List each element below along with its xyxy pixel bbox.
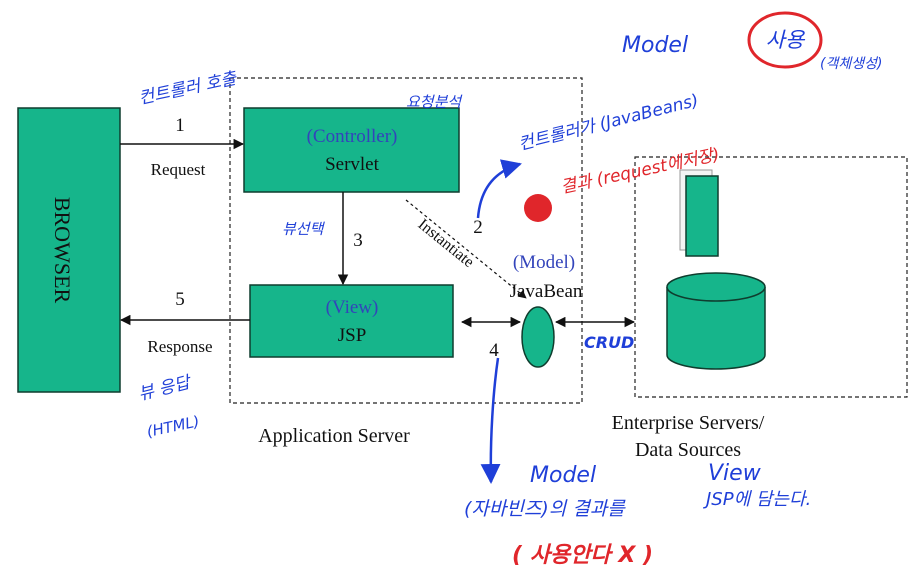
red-dot-icon bbox=[524, 194, 552, 222]
controller-name: Servlet bbox=[325, 154, 380, 175]
browser-box bbox=[17, 107, 121, 393]
instantiate-label: Instantiate bbox=[415, 216, 477, 271]
step-1-number: 1 bbox=[175, 115, 185, 136]
annotation-controller-javabeans: 컨트롤러가 (JavaBeans) bbox=[516, 91, 700, 155]
annotation-jsp-contain: JSP에 담는다. bbox=[703, 489, 811, 510]
step-4-number: 4 bbox=[489, 340, 499, 361]
controller-role: (Controller) bbox=[307, 126, 398, 147]
annotation-not-used: ( 사용안다 X ) bbox=[512, 543, 653, 568]
step-5-number: 5 bbox=[175, 289, 185, 310]
annotation-controller-call: 컨트롤러 호출 bbox=[137, 68, 240, 108]
response-label: Response bbox=[147, 337, 212, 356]
annotation-view-response-2: (HTML) bbox=[145, 412, 201, 441]
use-word-circle bbox=[747, 11, 823, 69]
request-label: Request bbox=[151, 160, 206, 179]
annotation-model-top: Model bbox=[622, 33, 688, 58]
view-name: JSP bbox=[338, 325, 367, 346]
model-ellipse-icon bbox=[521, 306, 555, 368]
model-role: (Model) bbox=[513, 252, 575, 273]
annotation-view-bottom: View bbox=[708, 461, 762, 486]
down-pointer-arrow-icon bbox=[480, 357, 501, 484]
model-name: JavaBean bbox=[510, 281, 583, 302]
controller-box bbox=[243, 107, 460, 193]
annotation-model-bottom: Model bbox=[530, 463, 596, 488]
application-server-container bbox=[229, 77, 583, 404]
database-cylinder-icon bbox=[666, 272, 766, 370]
application-server-label: Application Server bbox=[258, 425, 410, 447]
annotation-javabean-result: (자바빈즈)의 결과를 bbox=[464, 498, 626, 520]
view-box bbox=[249, 284, 454, 358]
enterprise-label-line2: Data Sources bbox=[635, 439, 741, 461]
instantiate-arrow-icon bbox=[405, 199, 527, 299]
step-2-number: 2 bbox=[473, 217, 483, 238]
annotation-view-response-1: 뷰 응답 bbox=[136, 372, 194, 405]
annotation-logic-select: 뷰선택 bbox=[282, 220, 326, 238]
annotation-request-analysis: 요청분석 bbox=[406, 93, 463, 111]
annotation-create-object: (객체생성) bbox=[820, 56, 882, 72]
annotation-crud: CRUD bbox=[584, 333, 634, 352]
curved-pointer-arrow-icon bbox=[476, 159, 522, 219]
enterprise-container bbox=[634, 156, 908, 398]
annotation-use-word: 사용 bbox=[766, 28, 806, 52]
step-3-number: 3 bbox=[353, 230, 363, 251]
view-role: (View) bbox=[326, 297, 379, 318]
server-block-icon bbox=[679, 169, 719, 257]
browser-label: BROWSER bbox=[50, 197, 75, 304]
enterprise-label-line1: Enterprise Servers/ bbox=[612, 412, 765, 434]
